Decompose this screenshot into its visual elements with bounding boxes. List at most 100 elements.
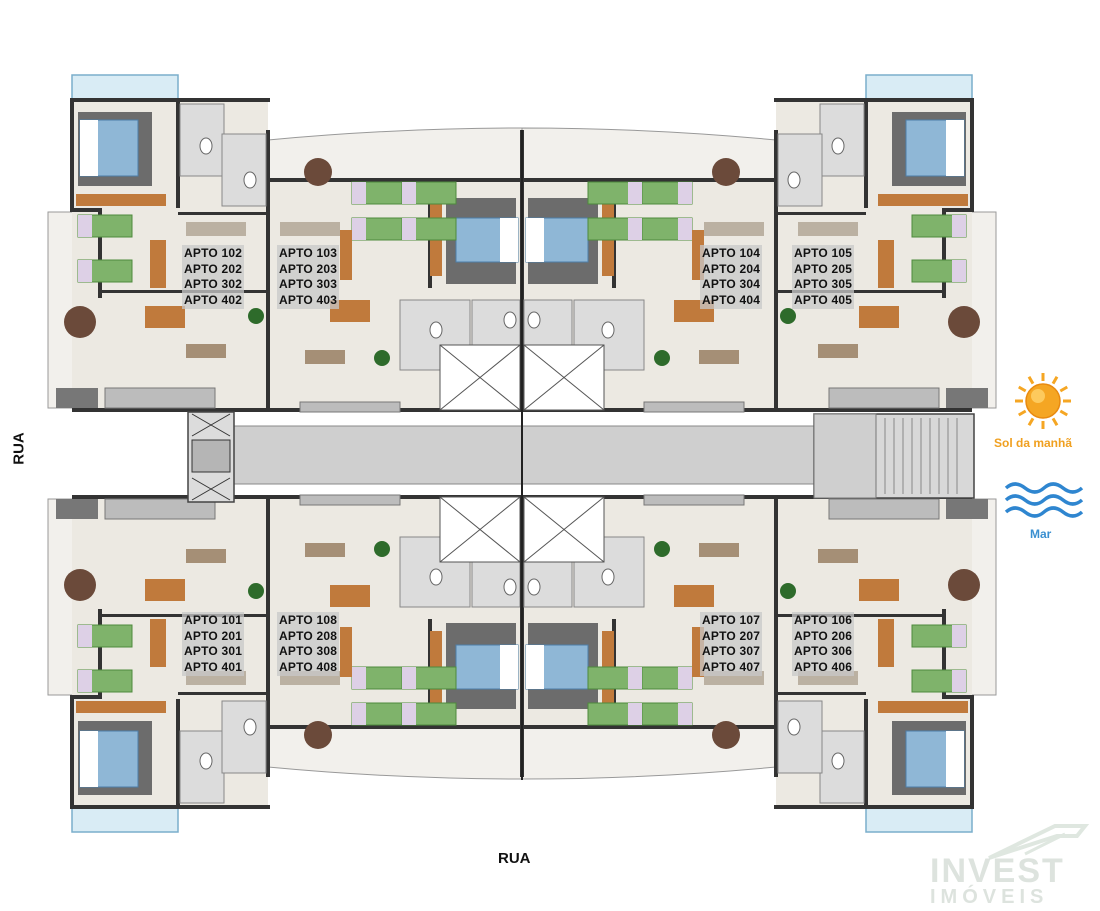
apt-number: APTO 406 bbox=[794, 659, 853, 674]
apt-number: APTO 201 bbox=[184, 628, 243, 643]
wardrobe bbox=[340, 627, 352, 677]
toilet-icon bbox=[503, 578, 517, 596]
plant-icon bbox=[780, 583, 796, 599]
apt-number: APTO 408 bbox=[279, 659, 338, 674]
toilet-icon bbox=[199, 752, 213, 770]
toilet-icon bbox=[601, 321, 615, 339]
dining-table-icon bbox=[64, 306, 96, 338]
apt-label-bottom-left-inner: APTO 108 APTO 208 APTO 308 APTO 408 bbox=[277, 612, 340, 676]
toilet-icon bbox=[831, 137, 845, 155]
wall bbox=[70, 805, 270, 809]
apt-number: APTO 302 bbox=[184, 277, 243, 291]
logo-mark-icon bbox=[988, 824, 1090, 860]
wardrobe bbox=[76, 194, 166, 206]
sun-ray bbox=[1018, 385, 1027, 393]
wall bbox=[70, 695, 100, 699]
wardrobe bbox=[878, 194, 968, 206]
apt-number: APTO 306 bbox=[794, 644, 853, 658]
apt-label-bottom-left-outer: APTO 101 APTO 201 APTO 301 APTO 401 bbox=[182, 612, 245, 676]
counter bbox=[818, 549, 858, 563]
waves-icon bbox=[1004, 482, 1084, 518]
apt-label-top-right-inner: APTO 104 APTO 204 APTO 304 APTO 404 bbox=[700, 245, 763, 309]
apt-number: APTO 305 bbox=[794, 277, 853, 291]
counter bbox=[699, 543, 739, 557]
sun-ray bbox=[1051, 376, 1059, 385]
pillow bbox=[678, 218, 692, 240]
apt-number: APTO 205 bbox=[794, 261, 853, 276]
apt-number: APTO 206 bbox=[794, 628, 853, 643]
wall bbox=[774, 212, 866, 215]
wall bbox=[774, 495, 778, 777]
apt-number: APTO 207 bbox=[702, 628, 761, 643]
toilet-icon bbox=[527, 311, 541, 329]
sofa-icon bbox=[704, 222, 764, 236]
kitchen-counter bbox=[299, 401, 401, 413]
pillow bbox=[952, 260, 966, 282]
kitchen-counter bbox=[56, 499, 98, 519]
central-corridor bbox=[187, 425, 815, 485]
toilet-icon bbox=[831, 752, 845, 770]
pillow bbox=[352, 667, 366, 689]
wall bbox=[70, 98, 270, 102]
plant-icon bbox=[780, 308, 796, 324]
dining-table-icon bbox=[712, 721, 740, 749]
wall bbox=[266, 130, 270, 412]
table-icon bbox=[145, 306, 185, 328]
wardrobe bbox=[878, 619, 894, 667]
pillow bbox=[526, 218, 544, 262]
toilet-icon bbox=[429, 321, 443, 339]
counter bbox=[186, 344, 226, 358]
wall bbox=[522, 725, 778, 729]
pillow bbox=[352, 218, 366, 240]
pillow bbox=[628, 667, 642, 689]
pillow bbox=[500, 218, 518, 262]
kitchen-counter bbox=[643, 401, 745, 413]
apt-number: APTO 102 bbox=[184, 246, 243, 260]
wall bbox=[944, 695, 974, 699]
toilet-icon bbox=[601, 568, 615, 586]
sun-ray bbox=[1059, 409, 1068, 417]
sea-label: Mar bbox=[1030, 527, 1052, 541]
sofa-icon bbox=[280, 222, 340, 236]
apt-number: APTO 404 bbox=[702, 292, 761, 307]
apt-number: APTO 405 bbox=[794, 292, 853, 307]
wall bbox=[178, 692, 270, 695]
stair-line bbox=[523, 496, 605, 563]
apt-number: APTO 303 bbox=[279, 277, 338, 291]
pillow bbox=[402, 703, 416, 725]
kitchen-counter bbox=[946, 388, 988, 408]
toilet-icon bbox=[787, 718, 801, 736]
sun-label: Sol da manhã bbox=[994, 436, 1073, 450]
wall bbox=[776, 290, 946, 293]
plant-icon bbox=[248, 308, 264, 324]
wall bbox=[522, 495, 972, 499]
pillow bbox=[352, 703, 366, 725]
wall bbox=[970, 697, 974, 809]
plant-icon bbox=[374, 350, 390, 366]
dining-table-icon bbox=[304, 721, 332, 749]
toilet-icon bbox=[503, 311, 517, 329]
stair-landing bbox=[813, 413, 877, 499]
wall bbox=[266, 495, 270, 777]
apt-number: APTO 402 bbox=[184, 292, 243, 307]
apt-label-top-right-outer: APTO 105 APTO 205 APTO 305 APTO 405 bbox=[792, 245, 855, 309]
stair-line bbox=[439, 496, 521, 563]
wall bbox=[98, 609, 102, 699]
sun-ray bbox=[1027, 376, 1035, 385]
stair-line bbox=[523, 344, 605, 411]
wall bbox=[774, 805, 974, 809]
apt-number: APTO 307 bbox=[702, 644, 761, 658]
table-icon bbox=[145, 579, 185, 601]
sun-icon bbox=[1015, 373, 1071, 429]
wall bbox=[776, 614, 946, 617]
kitchen-counter bbox=[56, 388, 98, 408]
table-icon bbox=[859, 306, 899, 328]
wall bbox=[774, 98, 974, 102]
street-label-bottom: RUA bbox=[498, 850, 531, 867]
wall bbox=[98, 208, 102, 298]
wardrobe bbox=[76, 701, 166, 713]
dining-table-icon bbox=[948, 306, 980, 338]
kitchen-counter bbox=[299, 494, 401, 506]
